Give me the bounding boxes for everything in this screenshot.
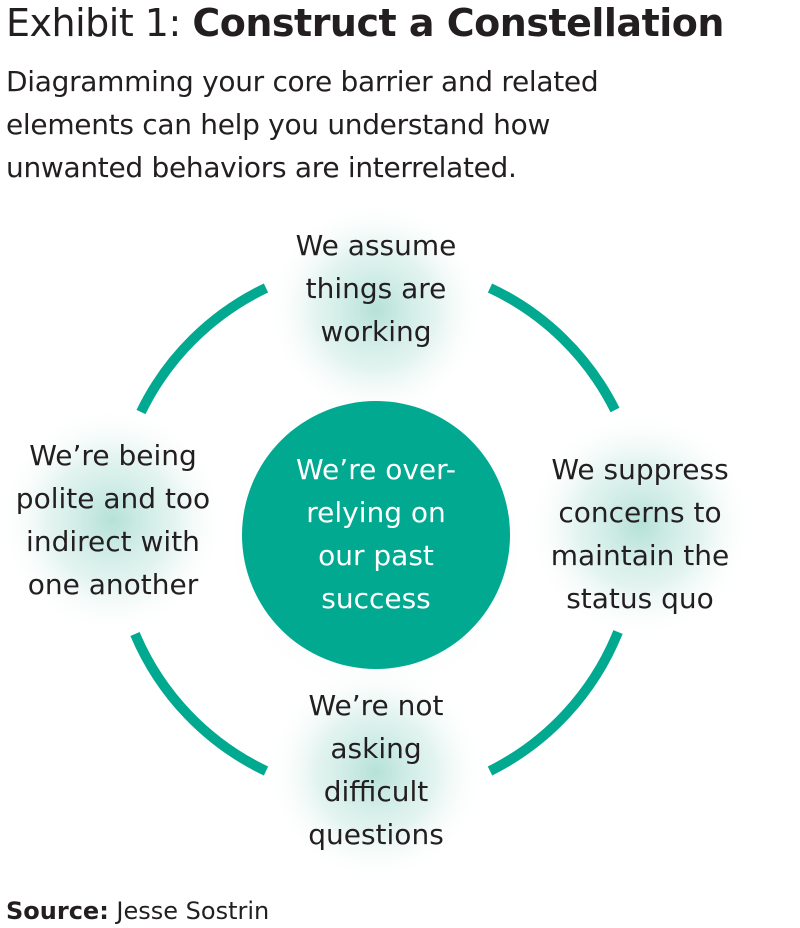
- title-prefix: Exhibit 1:: [6, 1, 193, 45]
- node-line: We suppress: [551, 453, 729, 486]
- subtitle: Diagramming your core barrier and relate…: [6, 60, 796, 189]
- exhibit-title: Exhibit 1: Construct a Constellation: [6, 0, 724, 46]
- center-line: our past: [318, 539, 434, 572]
- glow-top: [266, 200, 486, 420]
- subtitle-line: elements can help you understand how: [6, 108, 551, 141]
- arc-top-right: [487, 283, 620, 413]
- node-line: We’re not: [308, 689, 444, 722]
- glow-right: [525, 410, 755, 640]
- node-line: asking: [330, 732, 422, 765]
- node-line: We assume: [295, 229, 457, 262]
- node-line: polite and too: [15, 482, 211, 515]
- source-credit: Source: Jesse Sostrin: [6, 896, 269, 926]
- node-line: concerns to: [558, 496, 722, 529]
- node-line: one another: [27, 568, 199, 601]
- glow-left: [0, 405, 227, 635]
- node-line: maintain the: [550, 539, 730, 572]
- title-main: Construct a Constellation: [192, 1, 724, 45]
- subtitle-line: Diagramming your core barrier and relate…: [6, 65, 599, 98]
- node-line: working: [320, 315, 432, 348]
- arc-top-left: [136, 283, 269, 415]
- center-line: relying on: [306, 496, 446, 529]
- node-line: We’re being: [29, 439, 197, 472]
- center-node-core-barrier: We’re over- relying on our past success: [242, 448, 510, 620]
- node-line: difficult: [323, 775, 429, 808]
- center-circle: [242, 401, 510, 669]
- source-value: Jesse Sostrin: [108, 897, 270, 925]
- node-line: things are: [305, 272, 447, 305]
- node-line: status quo: [566, 582, 714, 615]
- node-left: We’re being polite and too indirect with…: [0, 434, 226, 606]
- node-top: We assume things are working: [226, 224, 526, 353]
- center-line: success: [321, 582, 431, 615]
- arc-bottom-left: [130, 632, 269, 776]
- arc-bottom-right: [487, 630, 623, 776]
- source-label: Source:: [6, 897, 109, 925]
- node-line: indirect with: [26, 525, 200, 558]
- center-line: We’re over-: [296, 453, 456, 486]
- glow-bottom: [266, 662, 486, 882]
- subtitle-line: unwanted behaviors are interrelated.: [6, 151, 517, 184]
- node-bottom: We’re not asking difficult questions: [226, 684, 526, 856]
- node-line: questions: [308, 818, 444, 851]
- node-right: We suppress concerns to maintain the sta…: [520, 448, 760, 620]
